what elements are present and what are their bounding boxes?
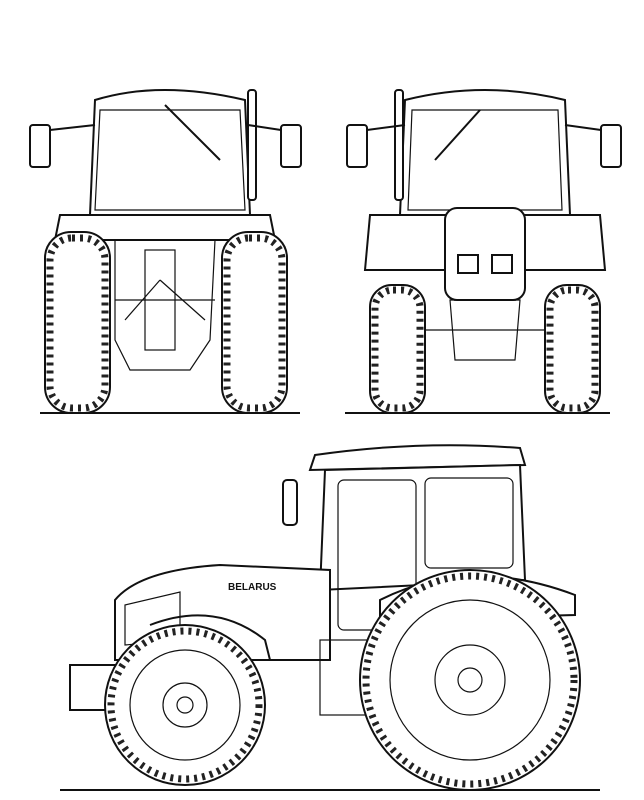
rear-view	[29, 89, 302, 414]
mirror-right	[600, 124, 622, 168]
cab-roof	[308, 444, 527, 472]
mirror-left	[29, 124, 51, 168]
front-view	[345, 89, 622, 414]
cab	[318, 463, 527, 592]
front-right-tire	[544, 284, 601, 414]
rear-wheel	[359, 569, 581, 791]
mirror-left	[346, 124, 368, 168]
rear-left-tire	[44, 231, 111, 414]
headlight-right	[491, 254, 513, 274]
headlight-left	[457, 254, 479, 274]
rear-right-tire	[221, 231, 288, 414]
front-wheel	[104, 624, 266, 786]
side-view: BELARUS	[60, 444, 600, 791]
mirror-right	[280, 124, 302, 168]
logo-text: BELARUS	[228, 582, 277, 593]
cab	[88, 89, 252, 216]
front-left-tire	[369, 284, 426, 414]
mirror	[282, 479, 298, 526]
cab	[398, 89, 572, 216]
